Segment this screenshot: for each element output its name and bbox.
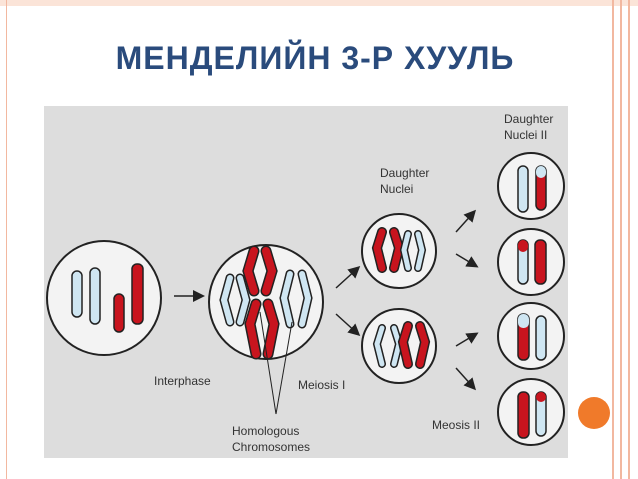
- pointer-line: [275, 321, 293, 415]
- chromosome: [71, 270, 83, 318]
- daughter-nucleus-ii-2: [497, 228, 565, 296]
- right-border-line: [620, 0, 622, 479]
- chromosome: [113, 293, 125, 333]
- daughter-nuclei-ii-label-line2: Nuclei II: [504, 128, 548, 142]
- homologous-label-line2: Chromosomes: [232, 440, 311, 454]
- chromosome-pair: [279, 269, 313, 329]
- meiosis-illustration: [46, 152, 565, 446]
- right-border-line: [628, 0, 630, 479]
- orange-circle-decoration: [578, 397, 610, 429]
- daughter-nucleus-ii-4: [497, 378, 565, 446]
- daughter-nuclei-label-line1: Daughter: [380, 166, 430, 180]
- daughter-nucleus-bottom: [361, 308, 437, 384]
- right-border-line: [612, 0, 614, 479]
- pointer-line: [259, 311, 277, 415]
- meiosis-diagram: Interphase Meiosis I Homologous Chromoso…: [44, 106, 568, 458]
- homologous-label-line1: Homologous: [232, 424, 300, 438]
- meiosis-one-cell: [208, 244, 324, 360]
- daughter-nucleus-top: [361, 213, 437, 289]
- slide-title: МЕНДЕЛИЙН 3-Р ХУУЛЬ: [115, 40, 515, 76]
- daughter-nucleus-ii-1: [497, 152, 565, 220]
- top-decoration: [0, 0, 638, 6]
- interphase-label: Interphase: [154, 374, 211, 388]
- daughter-nuclei-label-line2: Nuclei: [380, 182, 414, 196]
- interphase-cell: [46, 240, 162, 356]
- chromosome: [131, 263, 144, 325]
- daughter-nucleus-ii-3: [497, 302, 565, 370]
- meiosis-one-label: Meiosis I: [298, 378, 346, 392]
- chromosome-pair: [244, 298, 280, 360]
- chromosome: [89, 267, 101, 325]
- daughter-nuclei-ii-label-line1: Daughter: [504, 112, 554, 126]
- chromosome-pair: [242, 245, 278, 297]
- chromosome-pair: [219, 273, 251, 327]
- meiosis-two-label: Meosis II: [432, 418, 481, 432]
- left-border-line: [6, 0, 7, 479]
